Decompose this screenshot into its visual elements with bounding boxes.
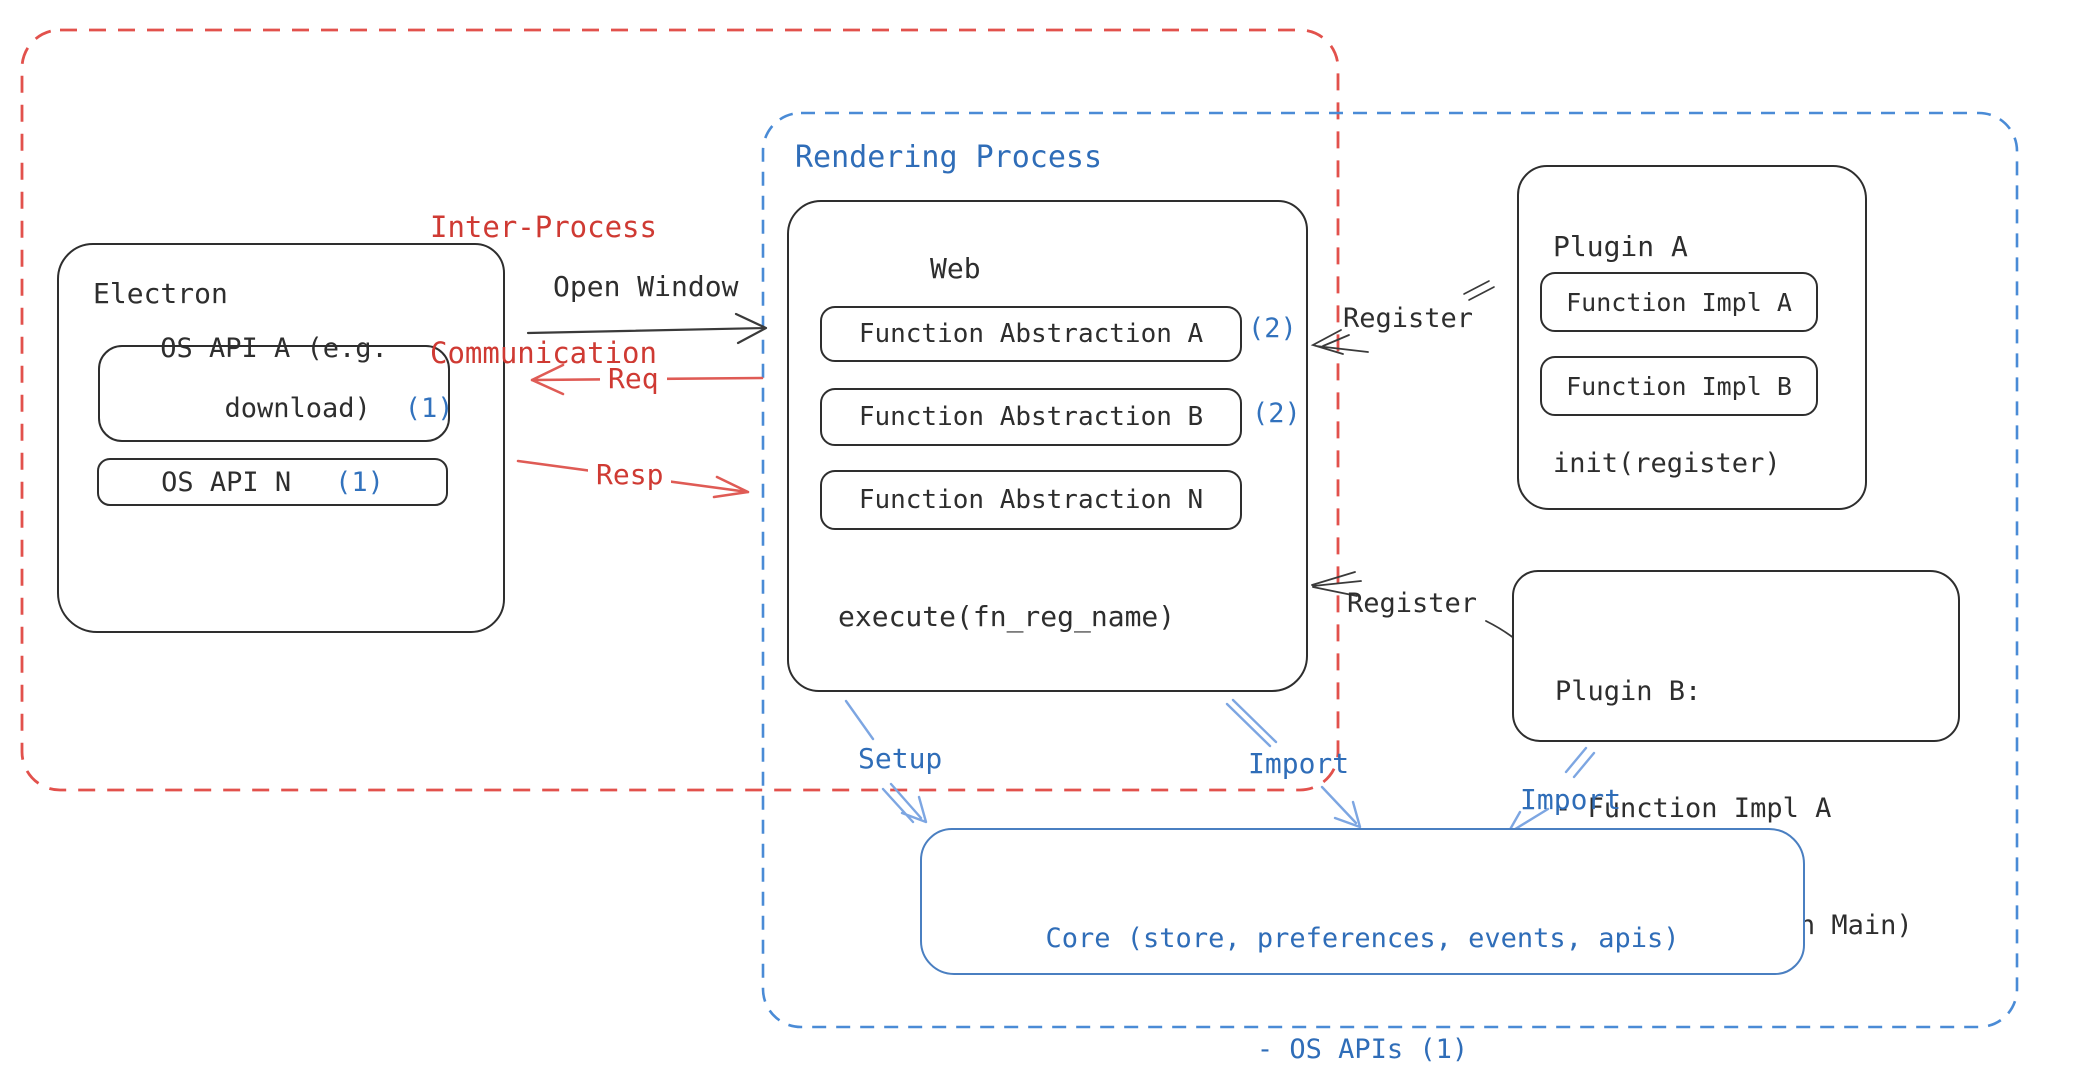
os-api-n-badge: (1) (335, 466, 384, 498)
ipc-region-label: Inter-Process Communication (430, 122, 657, 458)
plugin-a-connector (1463, 280, 1495, 301)
plugin-b-box: Plugin B: - Function Impl A - Module (ru… (1512, 570, 1960, 941)
electron-title: Electron (93, 277, 228, 310)
ipc-boundary (20, 28, 1340, 792)
function-abstraction-b-label: Function Abstraction B (858, 402, 1204, 432)
register-bottom-arrow (1311, 571, 1516, 640)
ipc-region-label-line1: Inter-Process (430, 210, 657, 244)
os-api-a-label-line2: download) (224, 392, 371, 424)
register-top-arrow (1310, 329, 1369, 355)
rendering-region-label: Rendering Process (795, 140, 1103, 175)
os-api-a-box: OS API A (e.g. download) (1) (98, 333, 454, 442)
function-abstraction-b-badge: (2) (1252, 398, 1301, 429)
core-line2: - OS APIs (1) (1256, 1034, 1469, 1065)
web-box (787, 200, 1308, 692)
os-api-n-box: OS API N (1) (97, 458, 448, 506)
resp-label: Resp (588, 459, 672, 491)
setup-arrow (844, 699, 928, 824)
plugin-a-init-label: init(register) (1553, 448, 1781, 479)
rendering-boundary (761, 111, 2019, 1029)
import-plugin-arrow (1506, 746, 1596, 835)
plugin-a-box (1517, 165, 1867, 510)
execute-label: execute(fn_reg_name) (838, 600, 1176, 633)
function-abstraction-n-label: Function Abstraction N (858, 485, 1204, 515)
open-window-label: Open Window (553, 270, 739, 303)
register-bottom-label: Register (1347, 588, 1478, 619)
setup-label: Setup (858, 742, 943, 775)
os-api-n-label: OS API N (161, 466, 292, 498)
import-plugin-label: Import (1520, 783, 1622, 816)
function-abstraction-a-label: Function Abstraction A (858, 319, 1204, 349)
function-abstraction-a-box: Function Abstraction A (820, 306, 1242, 362)
plugin-b-line2: - Function Impl A (1555, 793, 1832, 824)
plugin-a-title: Plugin A (1553, 230, 1688, 263)
function-abstraction-n-box: Function Abstraction N (820, 470, 1242, 530)
core-box: Core (store, preferences, events, apis) … (920, 828, 1805, 1065)
plugin-a-impl-b-label: Function Impl B (1566, 371, 1792, 401)
plugin-b-line1: Plugin B: (1555, 676, 1702, 707)
plugin-a-impl-a-box: Function Impl A (1540, 272, 1818, 332)
core-line1: Core (store, preferences, events, apis) (1045, 923, 1680, 954)
os-api-a-badge: (1) (404, 392, 454, 424)
req-label: Req (600, 363, 667, 395)
open-window-arrow (526, 312, 768, 345)
function-abstraction-a-badge: (2) (1248, 313, 1297, 344)
plugin-a-impl-a-label: Function Impl A (1566, 287, 1792, 317)
os-api-a-label-line1: OS API A (e.g. (160, 332, 388, 364)
plugin-a-impl-b-box: Function Impl B (1540, 356, 1818, 416)
web-title: Web (930, 252, 981, 285)
import-web-arrow (1225, 698, 1362, 829)
register-top-label: Register (1343, 303, 1474, 334)
function-abstraction-b-box: Function Abstraction B (820, 388, 1242, 446)
import-web-label: Import (1248, 747, 1350, 780)
